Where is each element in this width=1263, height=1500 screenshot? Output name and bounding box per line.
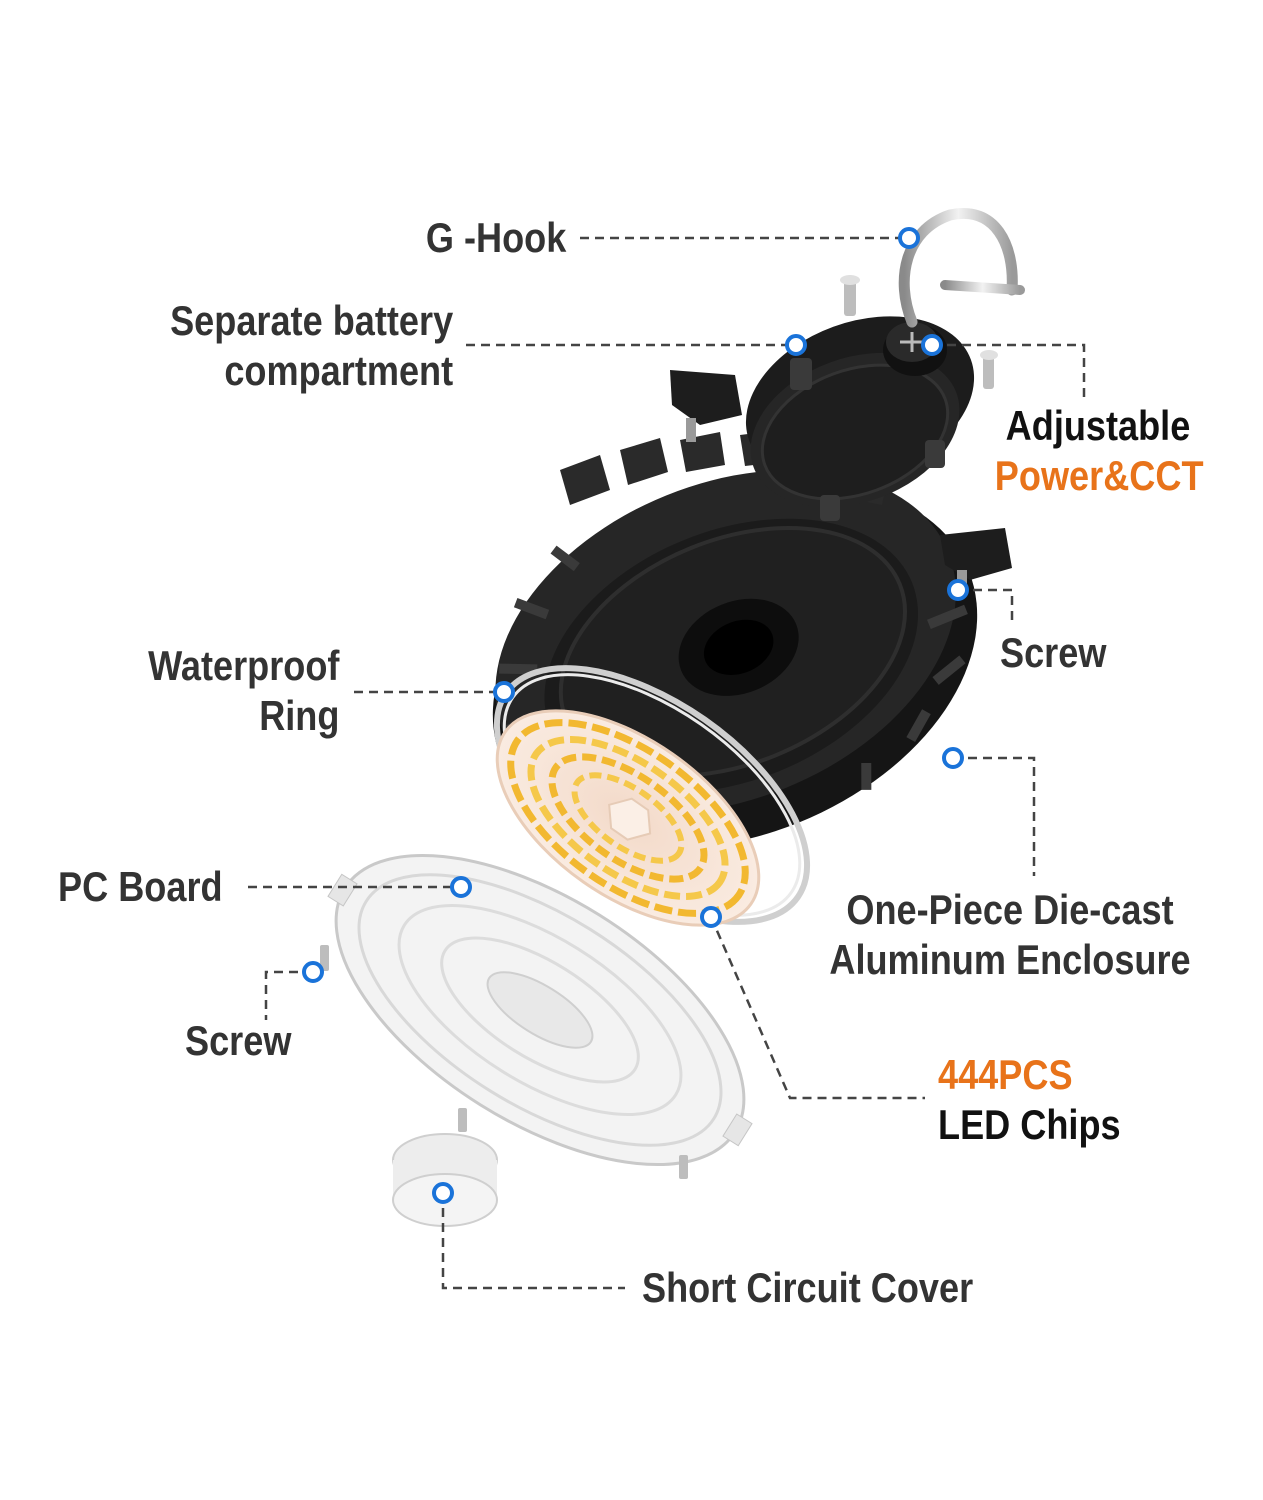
top-screws [840,275,998,389]
label-pc-board: PC Board [58,863,223,910]
label-enclosure-line1: One-Piece Die-cast [846,886,1174,933]
label-g-hook: G -Hook [425,214,566,261]
leader-lines [248,236,1086,1290]
label-waterproof-line2: Ring [258,692,339,739]
marker-battery [785,334,807,356]
label-waterproof-ring: Waterproof Ring [148,641,339,741]
leader-enclosure [953,756,1036,876]
label-adjustable-line1: Adjustable [1005,402,1191,449]
marker-g-hook [898,227,920,249]
label-enclosure: One-Piece Die-cast Aluminum Enclosure [821,885,1199,985]
led-board [495,709,761,927]
label-led-line2: LED Chips [938,1101,1121,1148]
marker-screw-top [947,579,969,601]
label-enclosure-line2: Aluminum Enclosure [829,936,1191,983]
g-hook [898,208,1025,328]
marker-screw-bottom [302,961,324,983]
marker-pc-board [450,876,472,898]
short-circuit-cover [392,1133,498,1227]
leader-led [709,916,925,1100]
label-screw-bottom: Screw [185,1017,292,1064]
leader-screw-top [958,588,1014,625]
pc-board [327,853,753,1167]
label-battery-compartment: Separate battery compartment [170,296,453,396]
lower-screws [320,945,688,1179]
label-adjustable-line2: Power&CCT [994,452,1204,499]
label-battery-line2: compartment [224,347,453,394]
marker-led [700,906,722,928]
marker-short-circuit [432,1182,454,1204]
marker-waterproof [493,681,515,703]
label-waterproof-line1: Waterproof [147,642,339,689]
leader-adjustable [932,343,1086,398]
marker-enclosure [942,747,964,769]
label-led-line1: 444PCS [938,1051,1073,1098]
label-short-circuit-cover: Short Circuit Cover [642,1264,974,1311]
label-screw-top: Screw [1000,629,1107,676]
callout-markers [302,227,969,1204]
label-battery-line1: Separate battery [169,297,453,344]
leader-short-circuit [441,1193,625,1290]
leader-screw-bottom [264,970,313,1020]
marker-adjustable [921,334,943,356]
label-adjustable: Adjustable Power&CCT [994,401,1204,501]
wire-connectors [670,370,1012,592]
label-led-chips: 444PCS LED Chips [938,1050,1121,1150]
